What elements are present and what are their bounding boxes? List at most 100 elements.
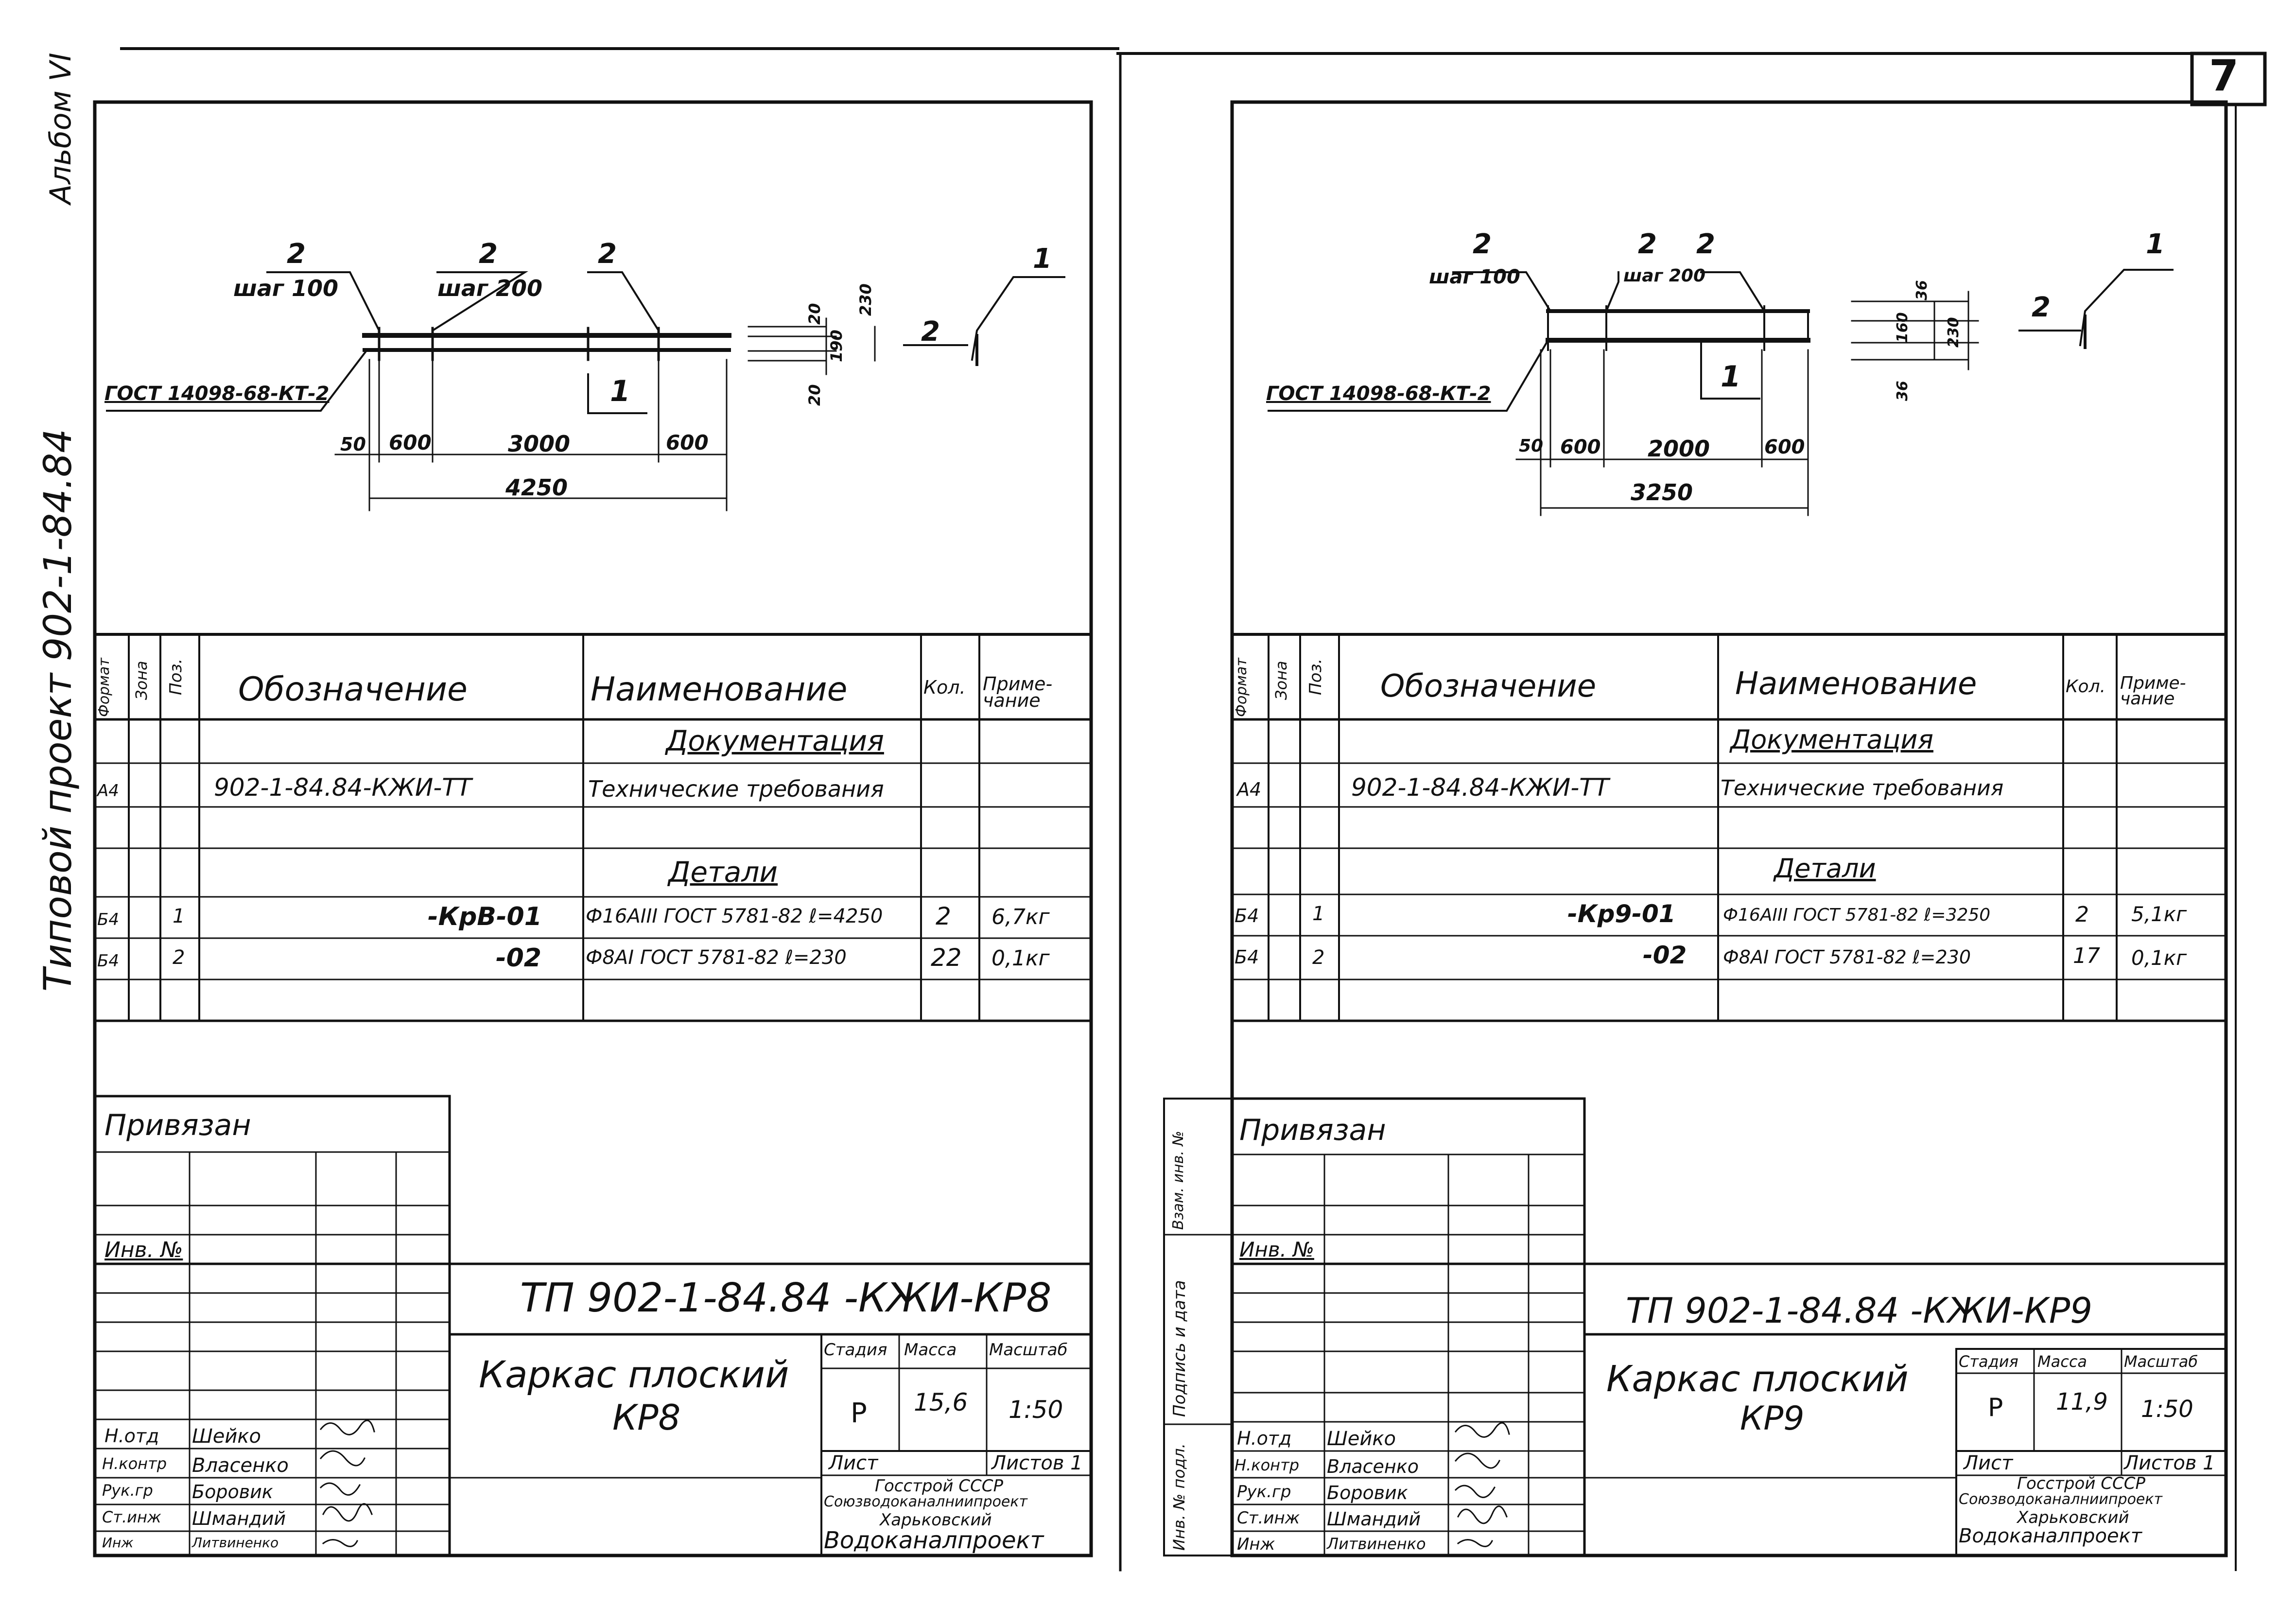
sheets-label: Листов 1 <box>991 1452 1083 1474</box>
drawing-code: ТП 902-1-84.84 -КЖИ-КР8 <box>520 1275 1052 1321</box>
row-note: 0,1кг <box>991 946 1050 971</box>
org-line: Госстрой СССР <box>2017 1474 2145 1493</box>
section-pos-label: 1 <box>1033 243 1052 275</box>
dim-label: 2000 <box>1648 436 1710 462</box>
role-label: Н.отд <box>104 1425 159 1447</box>
org-line: Водоканалпроект <box>824 1527 1044 1554</box>
section-pos-label: 2 <box>921 316 940 348</box>
person-name: Литвиненко <box>192 1535 279 1551</box>
scale-header: Масштаб <box>2124 1352 2198 1371</box>
row-qty: 17 <box>2073 944 2100 968</box>
org-line: Союзводоканалниипроект <box>824 1493 1027 1510</box>
inv-label: Инв. № <box>104 1238 183 1262</box>
step-label: шаг 100 <box>1429 266 1520 288</box>
row-note: 6,7кг <box>991 905 1050 929</box>
header-designation: Обозначение <box>238 670 468 709</box>
section-docs: Документация <box>1730 724 1933 755</box>
row-format: А4 <box>1237 779 1262 800</box>
stage-value: Р <box>851 1398 867 1429</box>
row-note: 0,1кг <box>2131 946 2187 970</box>
org-line: Союзводоканалниипроект <box>1959 1491 2162 1508</box>
row-format: Б4 <box>1235 905 1259 926</box>
row-designation: -02 <box>1643 941 1687 969</box>
header-note: Приме-чание <box>983 673 1053 712</box>
person-name: Шейко <box>192 1425 261 1448</box>
dim-label: 600 <box>666 431 709 454</box>
header-qty: Кол. <box>2066 677 2106 697</box>
role-label: Ст.инж <box>102 1508 161 1526</box>
mass-value: 15,6 <box>914 1388 968 1416</box>
page-number: 7 <box>2209 51 2239 101</box>
drawing-title-mark: КР8 <box>612 1397 681 1438</box>
dim-label: 36 <box>1894 381 1911 401</box>
scale-header: Масштаб <box>989 1340 1068 1360</box>
row-pos: 2 <box>1312 946 1325 969</box>
scale-value: 1:50 <box>1009 1396 1063 1424</box>
role-label: Инж <box>1237 1535 1275 1554</box>
section-pos-label: 2 <box>2032 292 2051 323</box>
role-label: Инж <box>102 1535 134 1551</box>
row-name: Ф8АI ГОСТ 5781-82 ℓ=230 <box>1723 946 1971 968</box>
drawing-code: ТП 902-1-84.84 -КЖИ-КР9 <box>1626 1290 2093 1331</box>
role-label: Н.отд <box>1237 1428 1292 1449</box>
dim-total-label: 3250 <box>1631 479 1693 506</box>
header-note: Приме-чание <box>2120 673 2186 709</box>
sheet-label: Лист <box>829 1452 878 1474</box>
person-name: Шмандий <box>1327 1508 1421 1530</box>
header-name: Наименование <box>591 670 848 709</box>
row-designation: -02 <box>496 944 541 973</box>
section-parts: Детали <box>1774 853 1876 884</box>
row-designation: 902-1-84.84-КЖИ-ТТ <box>1351 773 1609 802</box>
step-label: шаг 200 <box>437 275 542 301</box>
person-name: Власенко <box>1327 1456 1419 1477</box>
person-name: Власенко <box>192 1454 289 1477</box>
person-name: Литвиненко <box>1327 1535 1426 1553</box>
inv-label: Инв. № <box>1239 1238 1315 1261</box>
role-label: Рук.гр <box>1237 1482 1291 1502</box>
drawing-title: Каркас плоский <box>479 1353 789 1396</box>
pos-label: 2 <box>479 238 498 270</box>
margin-vzam: Взам. инв. № <box>1170 1131 1187 1230</box>
gost-label: ГОСТ 14098-68-КТ-2 <box>104 383 330 405</box>
section-docs: Документация <box>666 724 884 757</box>
margin-inv-podl: Инв. № подл. <box>1170 1443 1188 1551</box>
row-designation: 902-1-84.84-КЖИ-ТТ <box>214 773 472 802</box>
org-line: Харьковский <box>880 1510 992 1530</box>
dim-label: 20 <box>805 303 824 325</box>
section-pos-label: 1 <box>2146 228 2165 260</box>
row-format: А4 <box>97 781 119 801</box>
sheet-label: Лист <box>1964 1452 2013 1474</box>
step-label: шаг 100 <box>233 275 338 301</box>
row-qty: 2 <box>2075 902 2089 927</box>
row-name: Ф8АI ГОСТ 5781-82 ℓ=230 <box>586 946 847 969</box>
row-pos: 2 <box>173 946 185 969</box>
header-pos: Поз. <box>166 658 186 695</box>
role-label: Рук.гр <box>102 1481 153 1500</box>
person-name: Шейко <box>1327 1428 1396 1450</box>
dim-label: 3000 <box>508 431 571 457</box>
header-format: Формат <box>96 658 113 717</box>
dim-label: 160 <box>1894 312 1911 343</box>
pos-label: 2 <box>287 238 306 270</box>
person-name: Шмандий <box>192 1508 286 1529</box>
section-parts: Детали <box>668 856 778 889</box>
dim-total-label: 4250 <box>505 474 568 501</box>
person-name: Боровик <box>1327 1482 1408 1503</box>
dim-label: 230 <box>1945 317 1962 348</box>
pos-box-label: 1 <box>1721 360 1741 394</box>
bound-label: Привязан <box>104 1108 251 1142</box>
dim-label: 50 <box>340 434 366 455</box>
step-label: шаг 200 <box>1623 266 1706 286</box>
dim-label: 36 <box>1913 280 1931 300</box>
pos-label: 2 <box>1696 228 1715 260</box>
side-album-label: Альбом VI <box>44 52 78 204</box>
bound-label: Привязан <box>1239 1113 1386 1147</box>
row-qty: 22 <box>931 944 962 972</box>
stage-value: Р <box>1988 1393 2003 1422</box>
header-zone: Зона <box>1272 661 1290 700</box>
side-project-label: Типовой проект 902-1-84.84 <box>36 429 80 992</box>
row-designation: -КрВ-01 <box>428 902 542 931</box>
dim-label: 600 <box>1764 436 1805 458</box>
mass-header: Масса <box>2037 1352 2087 1371</box>
person-name: Боровик <box>192 1481 273 1503</box>
